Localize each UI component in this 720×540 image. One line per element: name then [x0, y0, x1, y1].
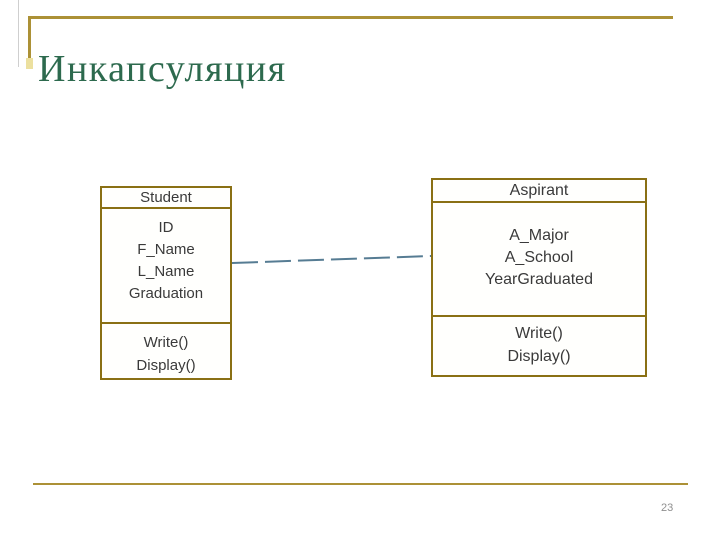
- method: Write(): [143, 334, 189, 351]
- attribute: A_Major: [509, 227, 569, 244]
- corner-gray-line: [18, 0, 19, 67]
- attribute: ID: [158, 219, 174, 236]
- class-box-aspirant: Aspirant A_Major A_School YearGraduated …: [431, 178, 647, 377]
- association-connector: [232, 255, 431, 264]
- method: Write(): [515, 325, 563, 342]
- attributes-section-aspirant: A_Major A_School YearGraduated: [433, 203, 645, 315]
- method: Display(): [136, 357, 196, 374]
- attribute: YearGraduated: [485, 271, 593, 288]
- bottom-rule: [33, 483, 688, 485]
- method: Display(): [507, 348, 571, 365]
- slide-title: Инкапсуляция: [38, 48, 287, 90]
- attribute: F_Name: [137, 241, 195, 258]
- methods-section-aspirant: Write() Display(): [433, 315, 645, 375]
- attribute: A_School: [504, 249, 574, 266]
- class-box-student: Student ID F_Name L_Name Graduation Writ…: [100, 186, 232, 380]
- attribute: L_Name: [137, 263, 195, 280]
- page-number: 23: [661, 502, 674, 514]
- class-name-aspirant: Aspirant: [433, 180, 645, 203]
- attributes-section-student: ID F_Name L_Name Graduation: [102, 209, 230, 322]
- class-name-student: Student: [102, 188, 230, 209]
- corner-rule-vertical: [28, 16, 31, 60]
- corner-rule-cap: [26, 58, 33, 69]
- top-rule: [30, 16, 673, 19]
- methods-section-student: Write() Display(): [102, 322, 230, 378]
- attribute: Graduation: [128, 285, 204, 302]
